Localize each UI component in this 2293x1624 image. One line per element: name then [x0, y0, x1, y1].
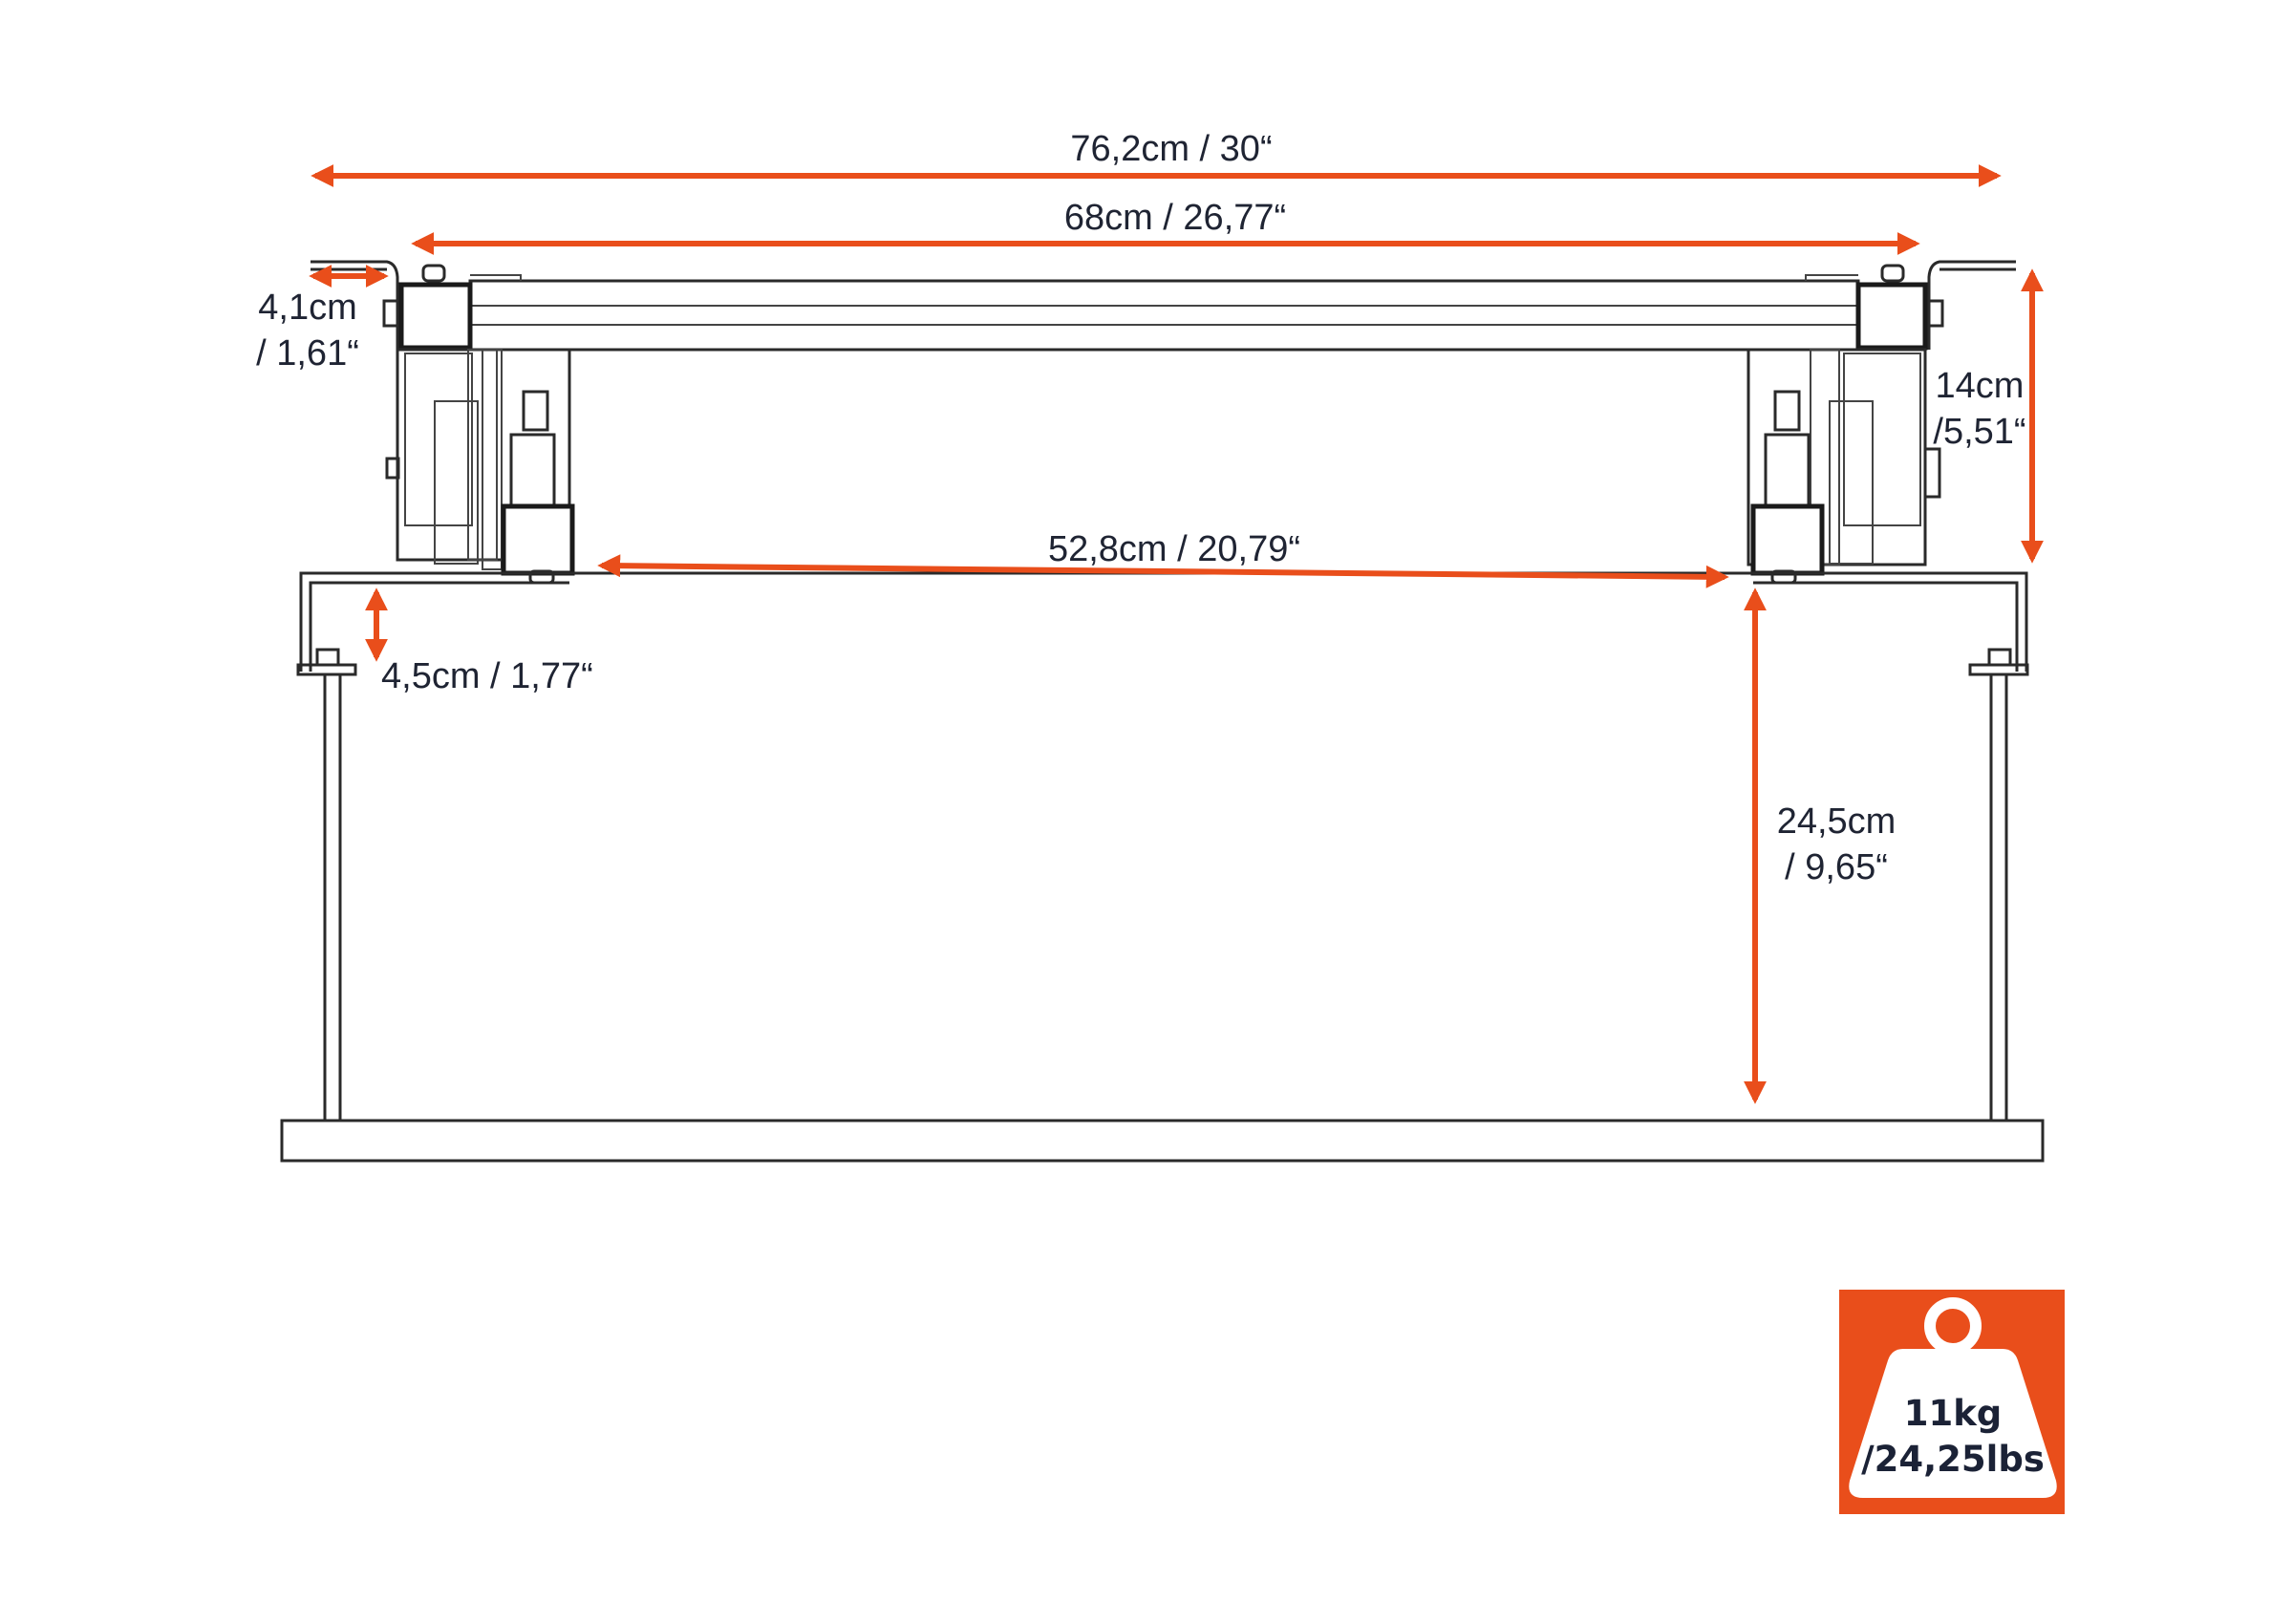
left-end-block	[398, 282, 473, 351]
bracket-drop-label: 4,5cm / 1,77“	[381, 656, 593, 696]
bracket-width-label-1: 4,1cm	[258, 288, 356, 328]
inner-width-arrow	[597, 554, 1729, 588]
right-motor-assembly	[1747, 348, 1941, 585]
bracket-width-label-2: / 1,61“	[256, 333, 359, 374]
height-label-2: /5,51“	[1933, 412, 2025, 452]
right-top-bracket	[1927, 260, 2016, 350]
inner-width-label: 52,8cm / 20,79“	[1048, 529, 1300, 569]
right-end-block	[1855, 282, 1928, 351]
weight-icon	[1849, 1297, 2057, 1498]
top-rail	[468, 279, 1860, 352]
left-motor-assembly	[385, 348, 575, 585]
left-rod	[323, 674, 342, 1121]
travel-label-1: 24,5cm	[1777, 801, 1897, 842]
overall-width-label: 76,2cm / 30“	[1070, 129, 1272, 169]
rail-width-label: 68cm / 26,77“	[1064, 198, 1286, 238]
right-rod	[1989, 674, 2008, 1121]
weight-lbs: /24,25lbs	[1861, 1439, 2045, 1480]
base-plate	[280, 1119, 2045, 1163]
travel-label-2: / 9,65“	[1785, 847, 1888, 887]
lift-mechanism	[280, 260, 2045, 1163]
weight-kg: 11kg	[1904, 1393, 2003, 1434]
height-label-1: 14cm	[1936, 366, 2025, 406]
weight-badge: 11kg /24,25lbs	[1839, 1290, 2065, 1514]
